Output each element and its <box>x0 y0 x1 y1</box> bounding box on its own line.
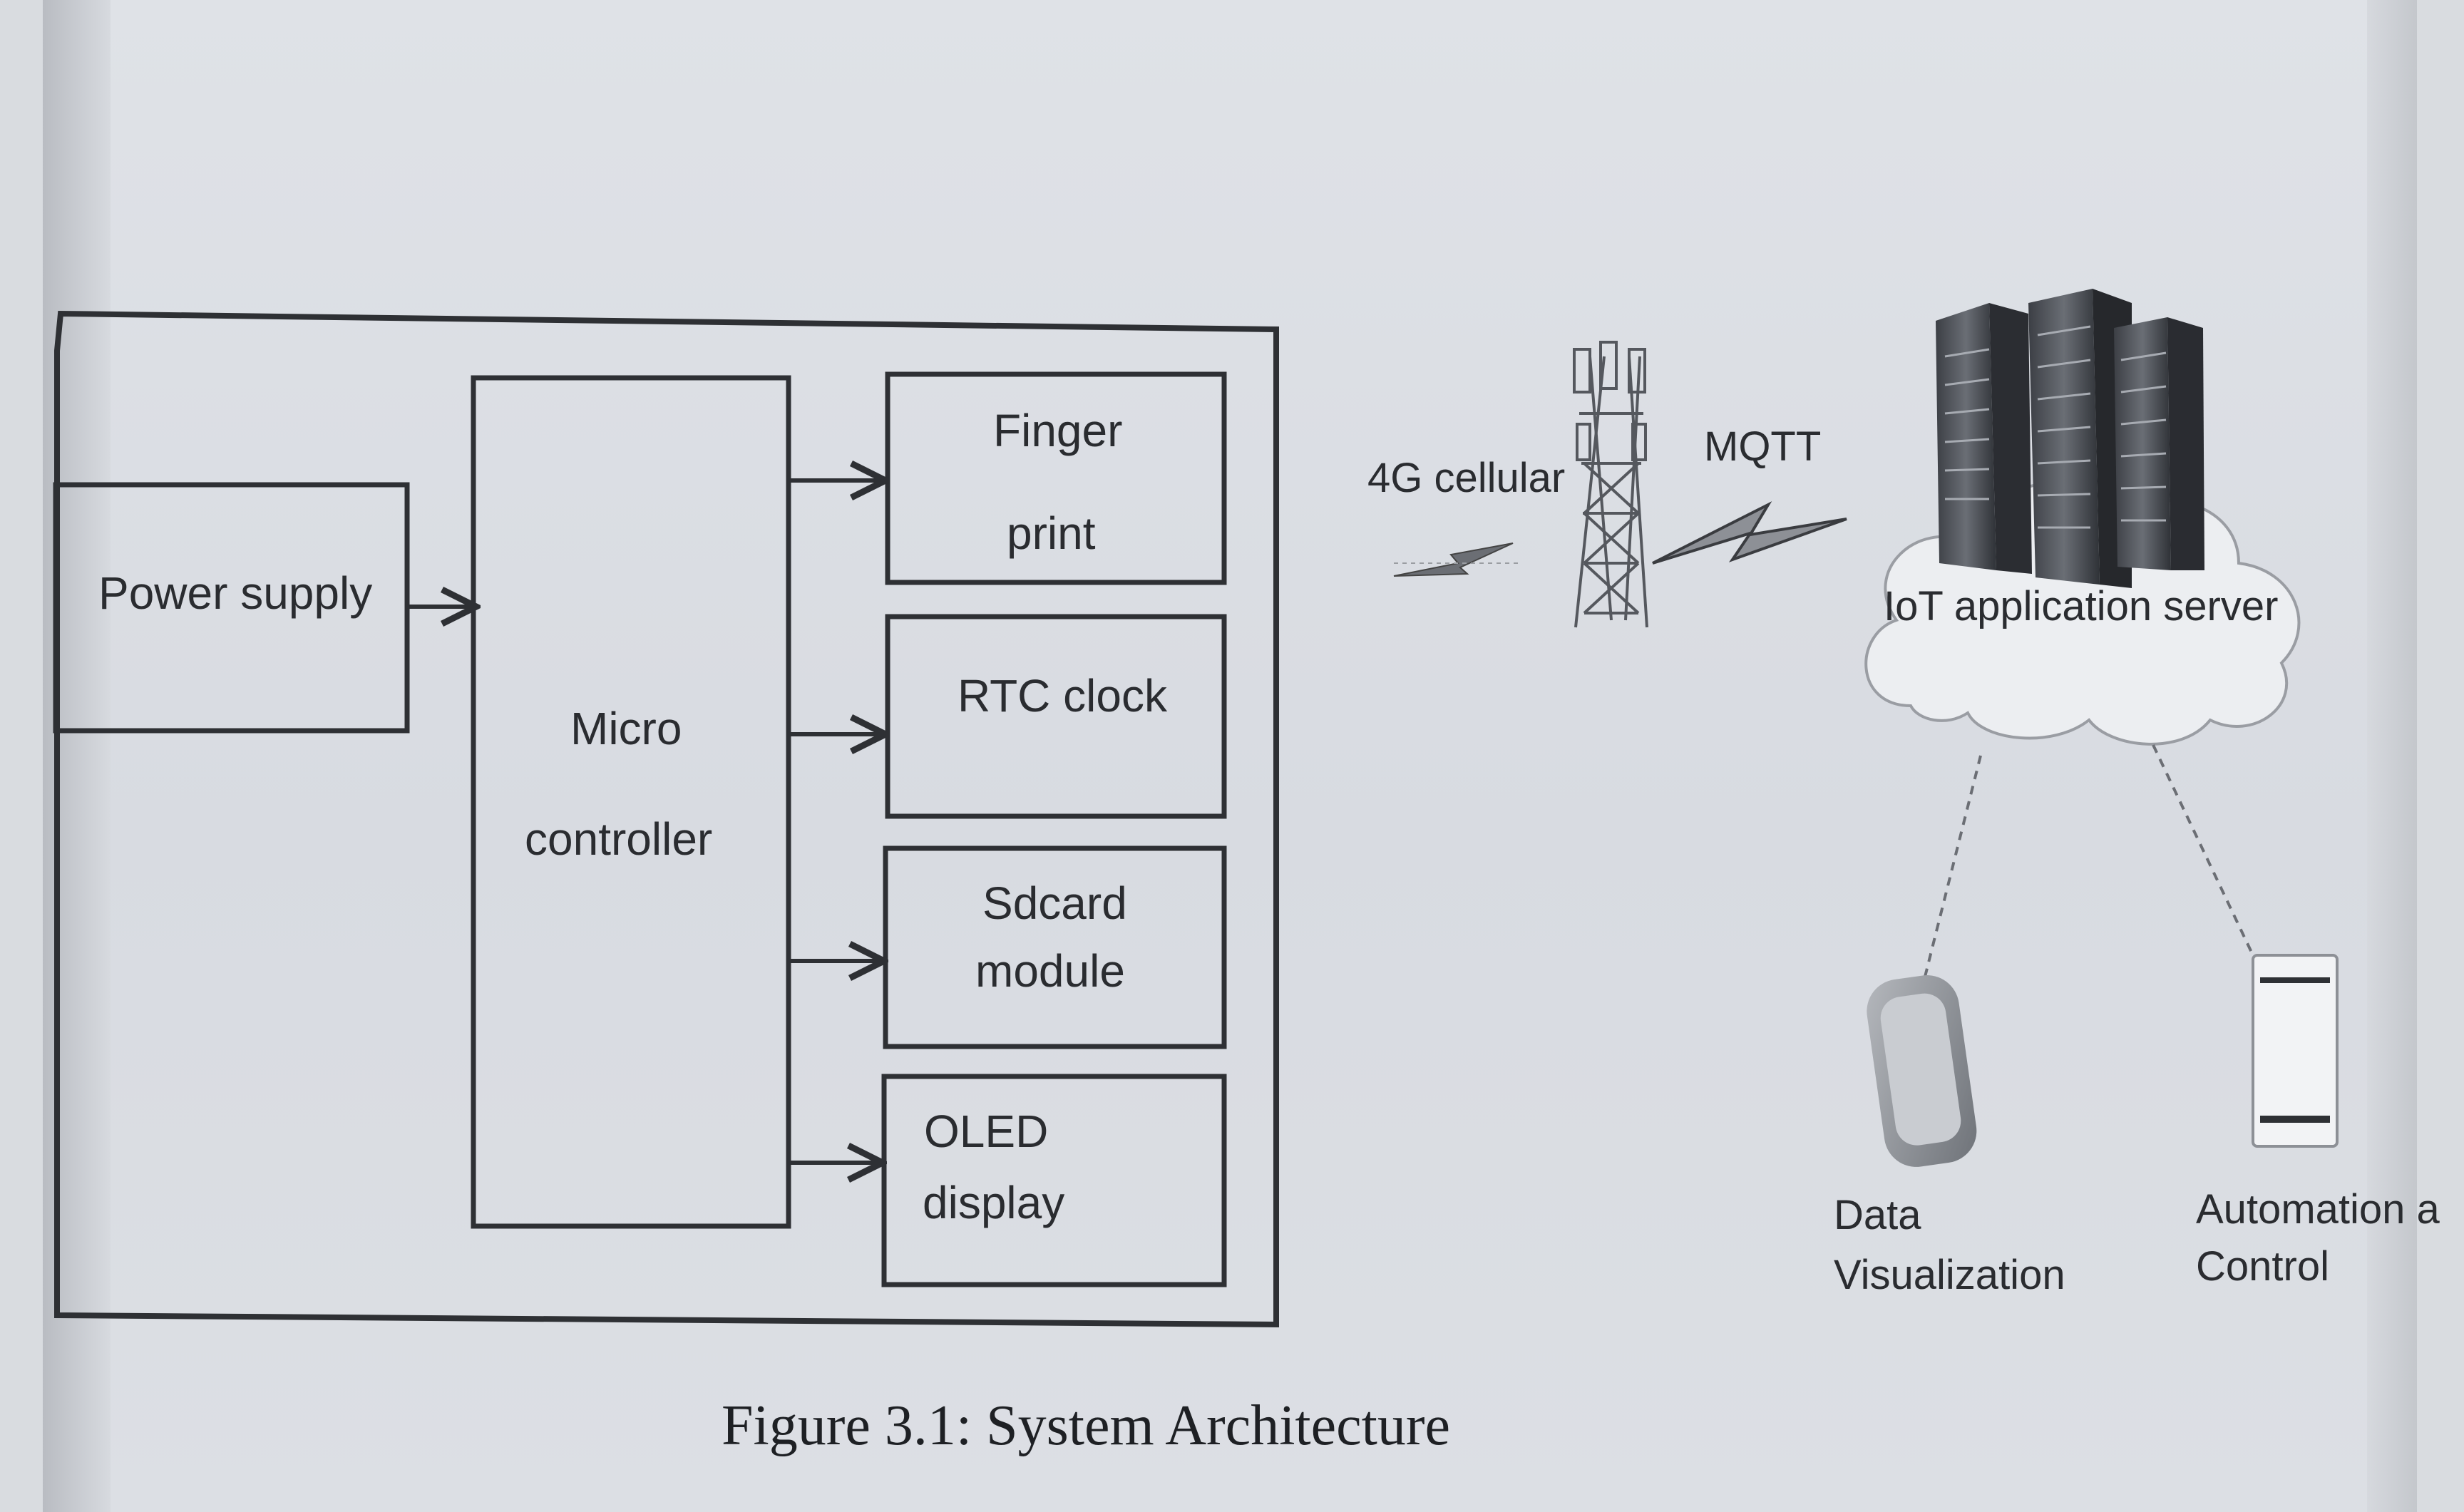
mqtt-label: MQTT <box>1704 423 1822 470</box>
power-supply-label: Power supply <box>98 567 373 619</box>
fingerprint-label-line1: Finger <box>993 405 1123 456</box>
microcontroller-box <box>471 375 791 1229</box>
data-visualization-label-line2: Visualization <box>1834 1252 2065 1298</box>
server-rack-icon <box>1936 289 2204 588</box>
smartphone-icon <box>1867 975 1977 1167</box>
automation-label-line1: Automation a <box>2196 1186 2440 1233</box>
mqtt-lightning-icon <box>1652 501 1847 565</box>
figure-caption: Figure 3.1: System Architecture <box>722 1394 1451 1457</box>
page-gutter-shadow <box>43 0 111 1512</box>
microcontroller-label-line2: controller <box>525 813 713 865</box>
oled-label-line2: display <box>923 1177 1065 1228</box>
sdcard-label-line2: module <box>975 945 1125 997</box>
power-supply-box <box>53 482 410 734</box>
lightning-signal-icon <box>1393 542 1519 577</box>
data-visualization-label-line1: Data <box>1834 1192 1921 1238</box>
cell-tower-icon <box>1573 341 1648 628</box>
automation-label-line2: Control <box>2196 1243 2329 1290</box>
server-label: IoT application server <box>1884 583 2279 629</box>
oled-label-line1: OLED <box>924 1106 1049 1157</box>
sdcard-label-line1: Sdcard <box>982 878 1127 929</box>
page-edge <box>2367 0 2417 1512</box>
rtc-clock-label: RTC clock <box>958 670 1167 721</box>
outer-enclosure <box>54 310 1279 1328</box>
microcontroller-label-line1: Micro <box>570 703 682 754</box>
dashed-link-to-phone <box>1924 755 1982 977</box>
cellular-label: 4G cellular <box>1367 455 1566 501</box>
book-page <box>43 0 2417 1512</box>
fingerprint-label-line2: print <box>1007 508 1096 559</box>
dashed-link-to-tablet <box>2152 744 2254 956</box>
tablet-icon <box>2252 954 2339 1148</box>
